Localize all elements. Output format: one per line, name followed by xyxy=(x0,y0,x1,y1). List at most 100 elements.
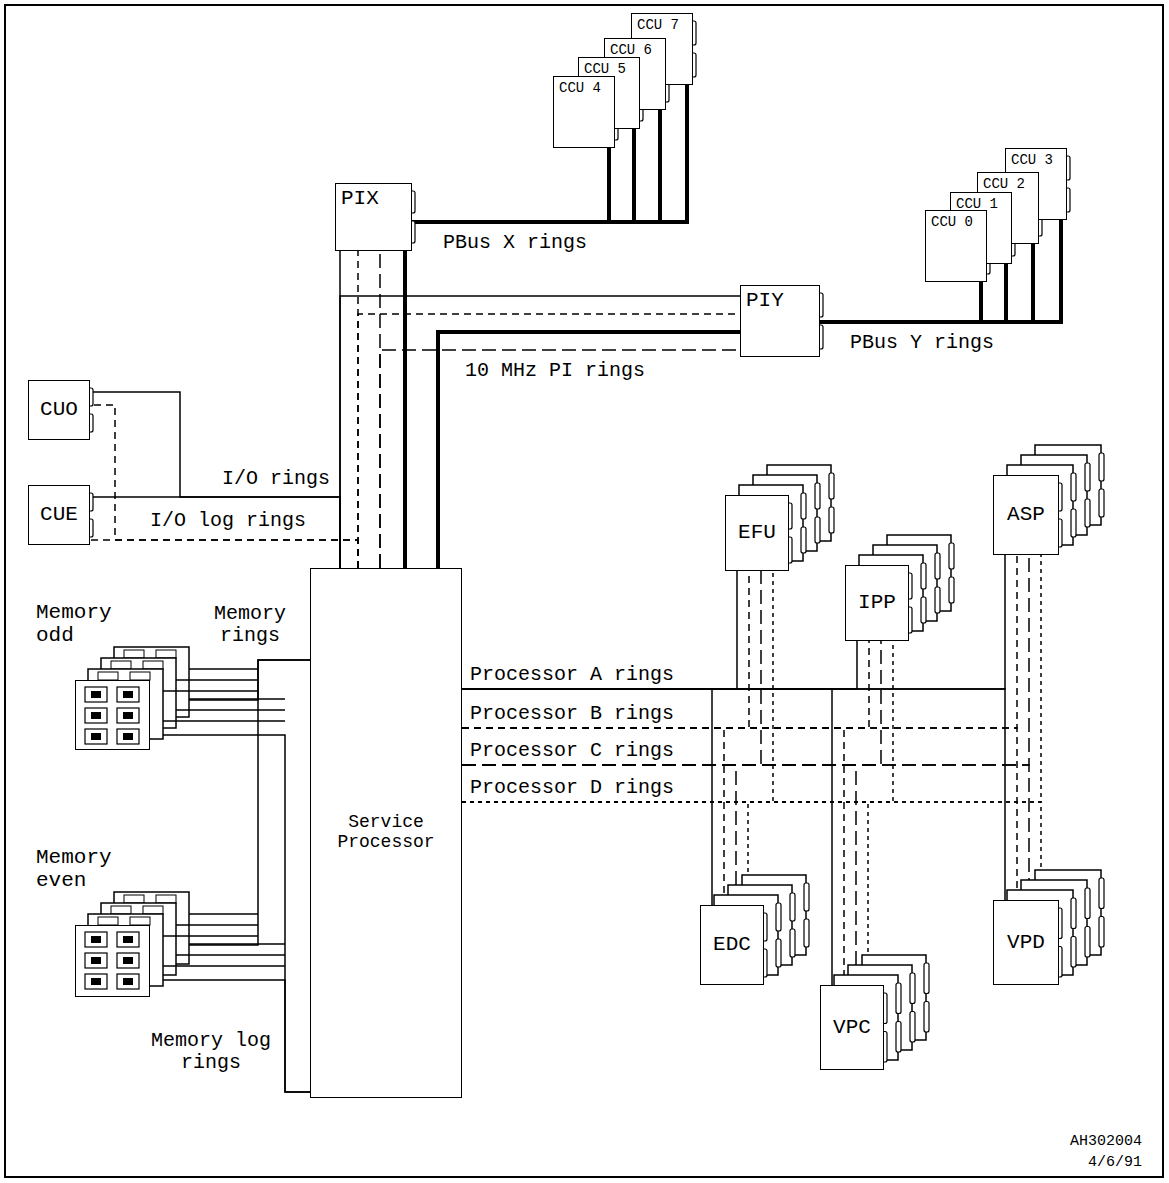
drawing-number: AH302004 xyxy=(990,1134,1142,1151)
ring-connector xyxy=(380,350,740,568)
unit-label: CCU 7 xyxy=(637,18,679,33)
memory-chip xyxy=(156,650,176,658)
ring-connector xyxy=(462,641,881,765)
unit-card: EFU xyxy=(725,495,789,571)
memory-chip xyxy=(98,917,118,925)
unit-label: CUO xyxy=(40,398,78,421)
connector-tab xyxy=(1071,473,1076,501)
memory-chip xyxy=(111,661,131,669)
connector-tab xyxy=(1085,463,1090,491)
chip-die xyxy=(91,957,101,964)
memory-chip xyxy=(98,672,118,680)
memory-chip xyxy=(117,932,139,947)
unit-label: CCU 0 xyxy=(931,215,973,230)
connector-tab xyxy=(949,577,954,603)
ring-label: Memory rings xyxy=(198,603,302,647)
chip-die xyxy=(123,936,133,943)
connector-tab xyxy=(815,517,820,543)
unit-label: VPD xyxy=(1007,931,1045,954)
unit-card: PIX xyxy=(335,183,412,251)
chip-die xyxy=(123,691,133,698)
memory-chip xyxy=(85,932,107,947)
connector-tab xyxy=(1099,489,1104,517)
ring-connector xyxy=(462,641,857,689)
memory-chip xyxy=(143,906,163,914)
unit-card: PIY xyxy=(740,285,820,357)
connector-tab xyxy=(1085,927,1090,958)
ring-connector xyxy=(462,765,736,905)
connector-tab xyxy=(910,1012,915,1043)
connector-tab xyxy=(801,527,806,553)
ring-label: I/O log rings xyxy=(150,510,306,532)
connector-tab xyxy=(776,939,781,967)
ring-label: I/O rings xyxy=(222,468,330,490)
chip-die xyxy=(123,712,133,719)
unit-label: CCU 4 xyxy=(559,81,601,96)
ring-label: Memory log rings xyxy=(140,1030,282,1074)
connector-tab xyxy=(921,597,926,623)
ring-connector xyxy=(438,332,740,568)
ring-connector xyxy=(462,765,856,985)
unit-label: CCU 2 xyxy=(983,177,1025,192)
memory-chips xyxy=(76,681,148,749)
memory-chip xyxy=(117,729,139,744)
memory-chip xyxy=(156,895,176,903)
ring-connector xyxy=(462,728,844,985)
connector-tab xyxy=(801,493,806,519)
ring-connector xyxy=(412,148,609,222)
memory-chip xyxy=(85,708,107,723)
ring-connector xyxy=(462,802,748,905)
memory-chip xyxy=(117,953,139,968)
memory-board: Memory even xyxy=(75,925,150,997)
unit-label: VPC xyxy=(833,1016,871,1039)
connector-tab xyxy=(935,553,940,579)
connector-tab xyxy=(896,1022,901,1053)
ring-label: Processor D rings xyxy=(470,777,674,799)
memory-ring-stub xyxy=(189,668,258,669)
memory-ring-stub xyxy=(176,679,258,680)
ring-connector xyxy=(90,497,340,568)
chip-die xyxy=(91,712,101,719)
memory-chip xyxy=(117,708,139,723)
unit-card: CCU 0 xyxy=(925,210,987,282)
memory-chips xyxy=(76,926,148,994)
ring-connector xyxy=(462,571,737,689)
unit-label: Memory even xyxy=(36,846,136,892)
page-frame xyxy=(5,5,1163,1177)
memory-chip xyxy=(143,661,163,669)
ring-connector xyxy=(462,728,1017,900)
connector-tab xyxy=(924,963,929,994)
service-processor-box: Service Processor xyxy=(310,568,462,1098)
ring-connector xyxy=(462,641,893,802)
unit-label: IPP xyxy=(858,591,896,614)
memory-ring-stub xyxy=(163,690,258,691)
chip-die xyxy=(91,936,101,943)
chip-die xyxy=(123,978,133,985)
chip-die xyxy=(123,733,133,740)
memory-chip xyxy=(85,687,107,702)
connector-tab xyxy=(776,903,781,931)
connector-tab xyxy=(790,893,795,921)
ring-label: Processor C rings xyxy=(470,740,674,762)
connector-tab xyxy=(921,563,926,589)
ring-label: PBus Y rings xyxy=(850,332,994,354)
memory-chip xyxy=(85,974,107,989)
unit-label: CCU 3 xyxy=(1011,153,1053,168)
unit-card: CUO xyxy=(28,380,90,440)
connector-tab xyxy=(1099,878,1104,909)
connector-tab xyxy=(1085,499,1090,527)
ring-connector xyxy=(462,802,868,985)
connector-tab xyxy=(1071,937,1076,968)
unit-card: CUE xyxy=(28,485,90,545)
ring-connector xyxy=(90,540,358,568)
connector-tab xyxy=(935,587,940,613)
ring-connector xyxy=(462,689,1005,900)
unit-label: EDC xyxy=(713,933,751,956)
unit-label: CUE xyxy=(40,503,78,526)
unit-card: ASP xyxy=(993,475,1059,555)
ring-label: Processor A rings xyxy=(470,664,674,686)
connector-tab xyxy=(896,983,901,1014)
connector-tab xyxy=(1071,898,1076,929)
chip-die xyxy=(91,978,101,985)
unit-label: EFU xyxy=(738,521,776,544)
